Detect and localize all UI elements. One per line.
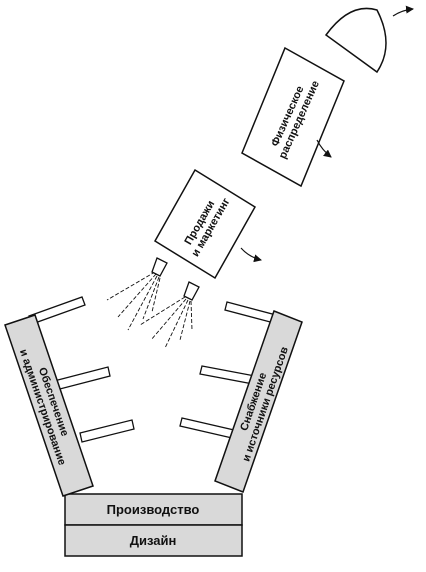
rocket-nozzles (151, 257, 200, 301)
arrow-icon (392, 5, 414, 17)
right-tower-panel: Снабжение и источники ресурсов (214, 310, 303, 493)
exhaust-plumes (106, 271, 193, 349)
motion-arrows (240, 5, 414, 263)
rocket-stage-sales: Продажи и маркетинг (153, 168, 257, 280)
base-stage-production-label: Производство (107, 502, 200, 517)
base-stage-design-label: Дизайн (130, 533, 177, 548)
rocket-stage-distribution: Физическое распределение (241, 46, 345, 188)
rocket-nose-cone (324, 7, 387, 74)
base-stage-production: Производство (64, 493, 243, 526)
arrow-icon (316, 139, 332, 158)
left-tower-panel: Обеспечение и администрирование (4, 314, 94, 497)
base-stage-design: Дизайн (64, 524, 243, 557)
arrow-icon (240, 247, 262, 263)
